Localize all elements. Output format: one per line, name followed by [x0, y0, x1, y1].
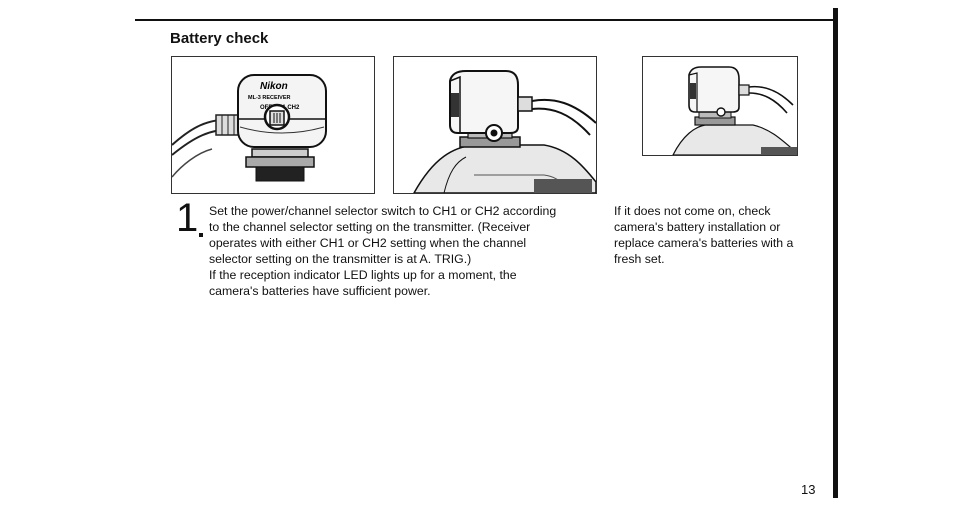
step-line: to the channel selector setting on the t…	[209, 220, 531, 234]
note-line: If it does not come on, check	[614, 204, 771, 218]
page-number: 13	[801, 482, 816, 497]
receiver-on-camera-figure	[393, 56, 597, 194]
section-heading: Battery check	[170, 30, 269, 47]
brand-logo-text: Nikon	[260, 81, 288, 92]
step-line: operates with either CH1 or CH2 setting …	[209, 236, 527, 250]
receiver-side-illustration	[672, 66, 797, 155]
step-line: camera's batteries have sufficient power…	[209, 284, 431, 298]
step-instructions: Set the power/channel selector switch to…	[209, 203, 609, 299]
page-edge-bar	[833, 8, 838, 498]
receiver-switch-illustration: Nikon ML-3 RECEIVER OFF CH1 CH2	[172, 74, 327, 182]
step-line: If the reception indicator LED lights up…	[209, 268, 517, 282]
receiver-side-figure	[642, 56, 798, 156]
receiver-switch-figure: Nikon ML-3 RECEIVER OFF CH1 CH2	[171, 56, 375, 194]
troubleshooting-note: If it does not come on, check camera's b…	[614, 203, 824, 267]
receiver-on-camera-illustration	[413, 70, 596, 193]
step-number: 1	[176, 196, 199, 240]
step-line: Set the power/channel selector switch to…	[209, 204, 557, 218]
note-line: camera's battery installation or	[614, 220, 781, 234]
step-bullet	[199, 233, 203, 237]
step-line: selector setting on the transmitter is a…	[209, 252, 472, 266]
top-rule	[135, 19, 835, 21]
model-label: ML-3 RECEIVER	[248, 95, 291, 101]
note-line: fresh set.	[614, 252, 665, 266]
note-line: replace camera's batteries with a	[614, 236, 794, 250]
